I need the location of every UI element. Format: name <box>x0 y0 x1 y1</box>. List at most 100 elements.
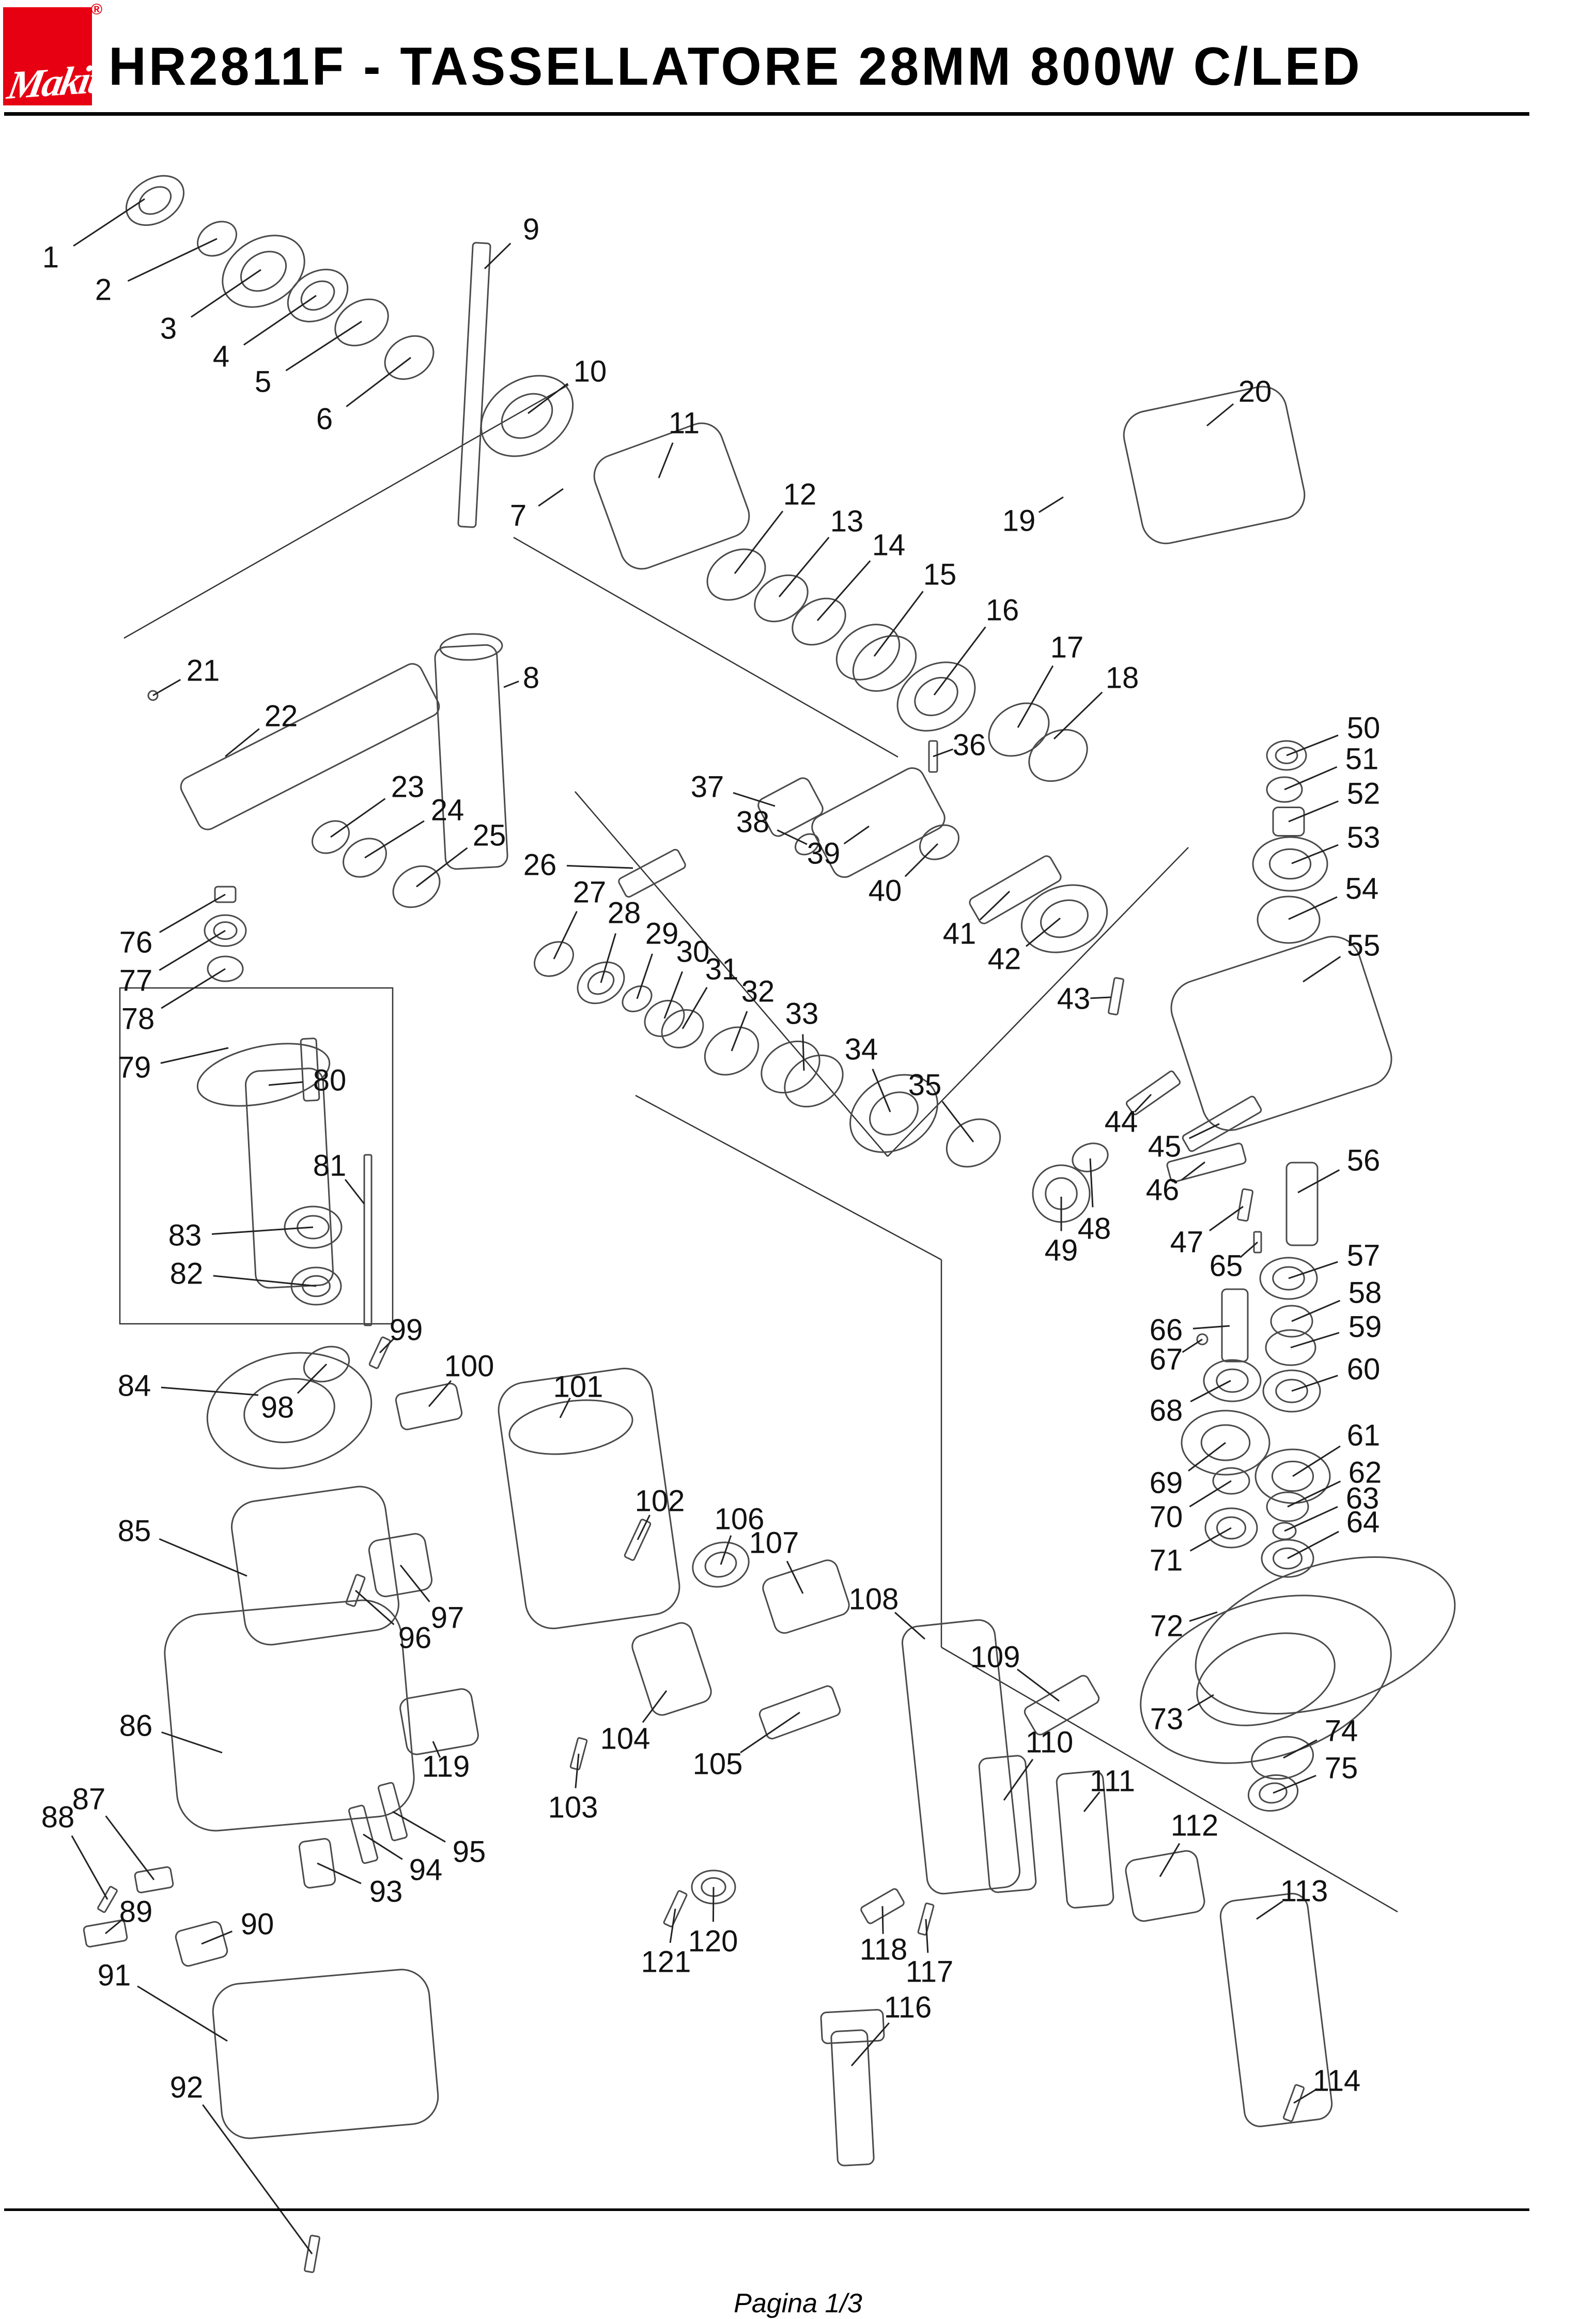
leader-line <box>979 890 1011 921</box>
part-sketch <box>1272 1266 1305 1291</box>
leader-line <box>1303 956 1341 983</box>
part-sketch <box>243 1378 335 1444</box>
leader-line <box>1288 896 1338 920</box>
part-sketch <box>345 1574 366 1607</box>
part-sketch <box>852 635 917 692</box>
part-label-99: 99 <box>390 1313 423 1347</box>
part-label-34: 34 <box>845 1033 878 1066</box>
leader-line <box>1026 917 1061 947</box>
leader-line <box>202 2104 313 2254</box>
group-box <box>119 987 394 1325</box>
part-label-87: 87 <box>72 1783 106 1816</box>
part-sketch <box>501 393 553 439</box>
footer-divider <box>4 2208 1529 2211</box>
part-sketch <box>644 1000 685 1037</box>
leader-line <box>1090 996 1111 999</box>
part-label-109: 109 <box>970 1641 1020 1674</box>
leader-line <box>503 681 519 688</box>
construction-line <box>513 536 898 758</box>
leader-line <box>317 1862 362 1884</box>
part-label-68: 68 <box>1150 1394 1183 1428</box>
part-sketch <box>138 186 172 215</box>
part-sketch <box>180 663 440 830</box>
part-sketch <box>917 1903 935 1936</box>
part-label-7: 7 <box>510 499 526 533</box>
part-sketch <box>213 921 238 940</box>
part-sketch <box>988 702 1050 757</box>
leader-line <box>268 1081 303 1086</box>
part-sketch <box>125 175 185 226</box>
part-sketch <box>1266 740 1307 771</box>
leader-line <box>1291 1374 1338 1392</box>
leader-line <box>778 537 830 597</box>
leader-line <box>600 933 616 983</box>
part-label-85: 85 <box>118 1514 151 1548</box>
leader-line <box>731 1011 748 1052</box>
part-sketch <box>363 1154 373 1326</box>
part-sketch <box>761 1040 820 1094</box>
part-label-29: 29 <box>645 917 679 951</box>
leader-line <box>658 442 674 478</box>
part-label-78: 78 <box>121 1002 155 1036</box>
part-label-43: 43 <box>1057 982 1091 1016</box>
part-sketch <box>692 1541 750 1588</box>
leader-line <box>528 383 568 414</box>
leader-line <box>941 1101 974 1142</box>
leader-line <box>127 238 218 282</box>
part-label-70: 70 <box>1150 1501 1183 1534</box>
leader-line <box>1003 1758 1034 1801</box>
leader-line <box>201 1930 233 1945</box>
part-sketch <box>287 269 349 322</box>
part-label-75: 75 <box>1325 1752 1358 1785</box>
part-label-54: 54 <box>1345 872 1379 906</box>
part-label-61: 61 <box>1347 1419 1381 1452</box>
leader-line <box>105 1815 155 1880</box>
leader-line <box>1189 1527 1232 1552</box>
part-sketch <box>207 955 244 982</box>
part-label-100: 100 <box>444 1350 494 1383</box>
part-label-91: 91 <box>98 1959 131 1992</box>
part-sketch <box>577 961 625 1004</box>
part-label-16: 16 <box>986 594 1019 627</box>
part-label-117: 117 <box>906 1955 953 1989</box>
part-label-73: 73 <box>1150 1703 1184 1736</box>
part-sketch <box>196 1043 331 1107</box>
part-label-47: 47 <box>1170 1226 1204 1259</box>
construction-line <box>941 1646 1263 1835</box>
leader-line <box>152 678 181 697</box>
leader-line <box>344 1179 365 1204</box>
leader-line <box>1189 1123 1220 1139</box>
leader-line <box>843 825 870 845</box>
part-label-14: 14 <box>872 529 906 562</box>
leader-line <box>191 269 261 318</box>
part-label-10: 10 <box>574 355 607 389</box>
part-sketch <box>1266 1491 1309 1522</box>
part-label-111: 111 <box>1090 1765 1135 1798</box>
part-sketch <box>508 1399 633 1455</box>
part-sketch <box>1273 1547 1303 1570</box>
part-label-32: 32 <box>741 975 775 1009</box>
part-label-42: 42 <box>988 942 1021 976</box>
part-sketch <box>240 251 287 292</box>
part-label-89: 89 <box>119 1895 153 1929</box>
part-sketch <box>1181 1410 1270 1476</box>
leader-line <box>566 864 633 869</box>
part-sketch <box>593 422 750 570</box>
leader-line <box>1283 1739 1318 1759</box>
part-label-77: 77 <box>119 964 153 998</box>
part-sketch <box>587 970 615 995</box>
part-label-101: 101 <box>553 1370 603 1404</box>
leader-line <box>105 1919 123 1935</box>
leader-line <box>159 930 226 971</box>
construction-line <box>635 1094 942 1261</box>
part-sketch <box>498 1367 680 1630</box>
part-sketch <box>303 1346 350 1383</box>
part-sketch <box>304 2234 320 2274</box>
leader-line <box>1209 1205 1244 1231</box>
part-sketch <box>222 235 305 308</box>
part-sketch <box>399 1688 479 1755</box>
part-sketch <box>197 221 237 257</box>
leader-line <box>1288 1261 1338 1279</box>
part-sketch <box>830 2029 875 2167</box>
part-sketch <box>1204 1507 1258 1549</box>
